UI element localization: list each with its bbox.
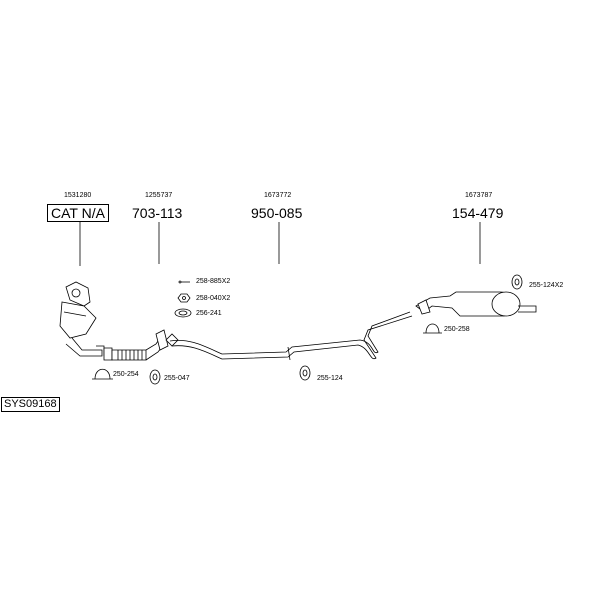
front-pipe (103, 329, 169, 361)
rear-muffler (415, 291, 537, 317)
mount-front-hardware (149, 369, 161, 385)
part-label-clamp-rear[interactable]: 250-258 (444, 326, 470, 333)
catalytic-converter (59, 281, 105, 357)
part-label-mount-front[interactable]: 255-047 (164, 375, 190, 382)
mount-mid-hardware (299, 365, 311, 381)
part-label-gasket[interactable]: 256-241 (196, 310, 222, 317)
part-number-front-pipe[interactable]: 703-113 (132, 205, 183, 221)
clamp-rear-hardware (423, 323, 442, 334)
middle-pipe (169, 311, 413, 361)
system-id: SYS09168 (1, 397, 60, 412)
part-label-mount-mid[interactable]: 255-124 (317, 375, 343, 382)
mount-rear-hardware (511, 274, 523, 290)
part-number-cat[interactable]: CAT N/A (47, 204, 109, 222)
part-number-rear-muffler[interactable]: 154-479 (452, 205, 504, 221)
part-number-middle-pipe[interactable]: 950-085 (251, 205, 303, 221)
clamp-left-hardware (92, 368, 113, 380)
part-label-mount-rear[interactable]: 255-124X2 (529, 282, 564, 289)
gasket-hardware (174, 308, 192, 318)
oe-number-cat: 1531280 (64, 192, 92, 199)
oe-number-rear-muffler: 1673787 (465, 192, 493, 199)
bolt-hardware (178, 280, 190, 284)
part-label-nut[interactable]: 258-040X2 (196, 295, 231, 302)
oe-number-middle-pipe: 1673772 (264, 192, 292, 199)
part-label-clamp-left[interactable]: 250-254 (113, 371, 139, 378)
oe-number-front-pipe: 1255737 (145, 192, 173, 199)
nut-hardware (177, 293, 191, 303)
part-label-bolt[interactable]: 258-885X2 (196, 278, 231, 285)
